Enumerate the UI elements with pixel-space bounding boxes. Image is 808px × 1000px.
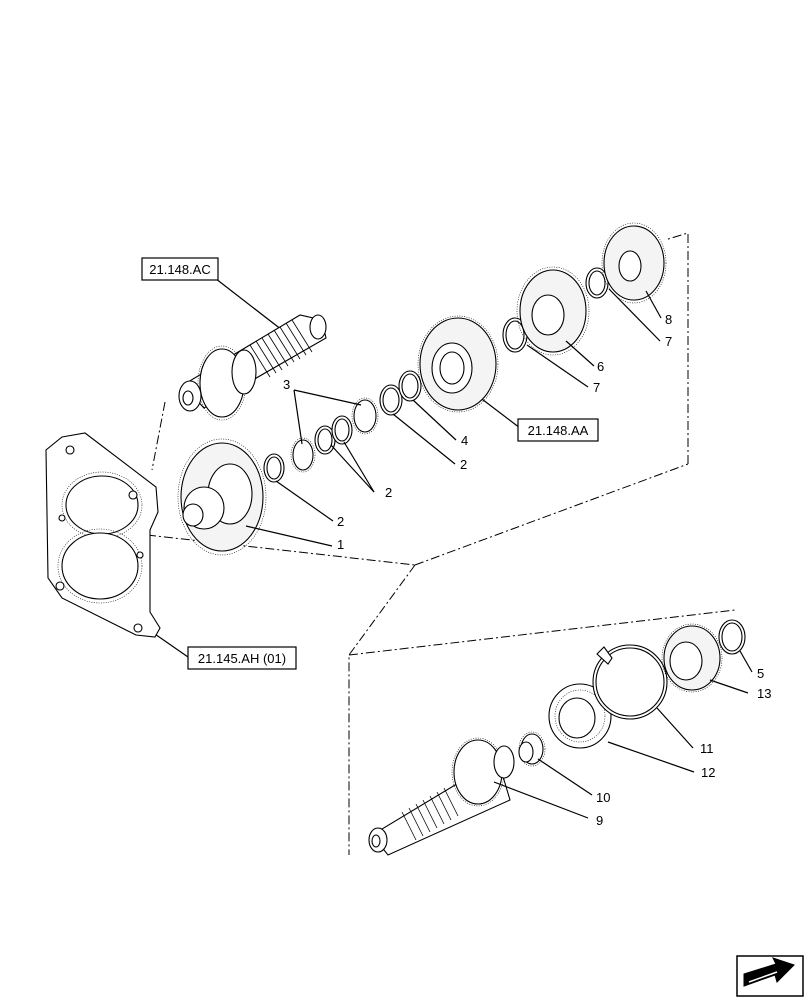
callout-2c: 2 xyxy=(460,457,467,472)
callout-numbers: 1 2 2 2 3 4 5 6 7 7 8 9 10 11 12 13 xyxy=(283,312,771,828)
washers-and-bearings xyxy=(263,370,422,483)
coupler-part-13 xyxy=(661,619,746,693)
callout-13: 13 xyxy=(757,686,771,701)
housing-plate xyxy=(45,432,161,638)
gear-part-1 xyxy=(177,438,267,556)
mainshaft-part-9 xyxy=(368,737,515,856)
callout-2a: 2 xyxy=(337,514,344,529)
callout-8: 8 xyxy=(665,312,672,327)
countershaft-upper xyxy=(178,314,327,421)
synchronizer-assembly xyxy=(417,315,499,413)
ref-21-145-ah-label: 21.145.AH (01) xyxy=(198,651,286,666)
callout-7a: 7 xyxy=(593,380,600,395)
callout-2b: 2 xyxy=(385,485,392,500)
callout-9: 9 xyxy=(596,813,603,828)
callout-11: 11 xyxy=(700,741,714,756)
needle-bearing-part-10 xyxy=(518,731,546,767)
callout-10: 10 xyxy=(596,790,610,805)
ref-21-148-aa[interactable]: 21.148.AA xyxy=(469,389,599,442)
callout-5: 5 xyxy=(757,666,764,681)
callout-1: 1 xyxy=(337,537,344,552)
assembly-boundary-lines xyxy=(146,232,736,855)
ref-21-148-ac[interactable]: 21.148.AC xyxy=(141,257,283,331)
callout-12: 12 xyxy=(701,765,715,780)
callout-3: 3 xyxy=(283,377,290,392)
callout-7b: 7 xyxy=(665,334,672,349)
ball-bearing-part-12 xyxy=(548,683,612,749)
snap-ring-part-11 xyxy=(592,644,668,720)
ref-21-148-aa-label: 21.148.AA xyxy=(528,423,589,438)
callout-6: 6 xyxy=(597,359,604,374)
ref-21-145-ah[interactable]: 21.145.AH (01) xyxy=(151,631,297,670)
ref-21-148-ac-label: 21.148.AC xyxy=(149,262,210,277)
callout-4: 4 xyxy=(461,433,468,448)
callout-leaders xyxy=(245,288,753,819)
upper-right-gears xyxy=(502,222,667,356)
next-page-arrow-icon[interactable] xyxy=(736,955,804,997)
